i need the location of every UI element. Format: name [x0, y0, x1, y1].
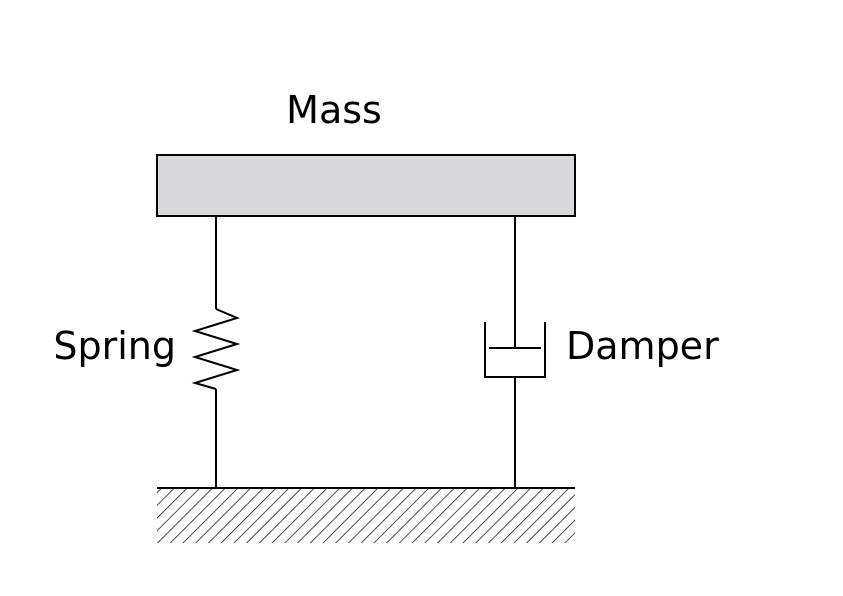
ground [157, 487, 575, 543]
damper-label: Damper [566, 324, 719, 368]
spring-coil [191, 308, 241, 390]
damper [484, 216, 546, 488]
mass-block [156, 154, 576, 217]
mass-label: Mass [286, 88, 382, 132]
ground-hatching [157, 488, 575, 543]
spring-label: Spring [53, 324, 176, 368]
spring [191, 216, 241, 488]
